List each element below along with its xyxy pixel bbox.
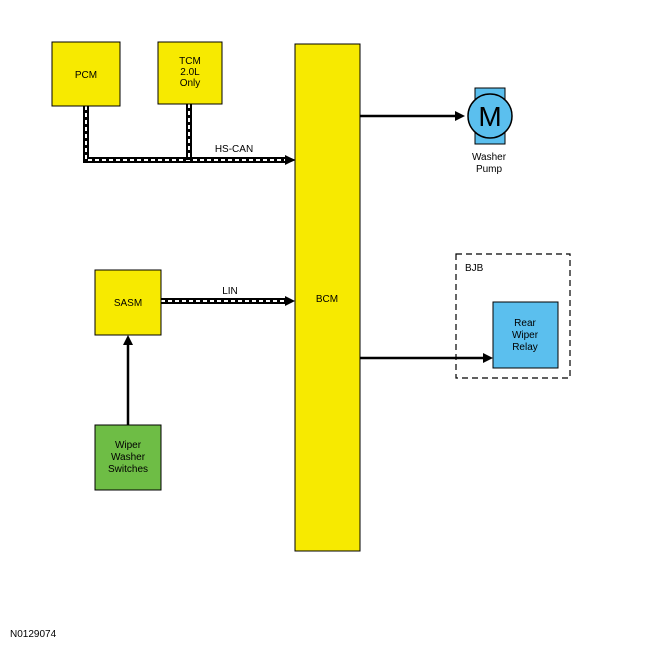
hs-can-label: HS-CAN — [215, 144, 253, 155]
switches-label-line2: Washer — [111, 452, 146, 463]
hs-can-bus — [83, 104, 296, 165]
bcm-module: BCM — [294, 43, 361, 552]
bcm-to-washer-pump-wire — [360, 111, 465, 121]
tcm-module: TCM 2.0L Only — [157, 41, 223, 105]
relay-label-line3: Relay — [512, 342, 538, 353]
bjb-enclosure: BJB — [455, 253, 571, 379]
bcm-label: BCM — [316, 294, 338, 305]
relay-label-line2: Wiper — [512, 330, 539, 341]
switches-label-line1: Wiper — [115, 440, 142, 451]
lin-label: LIN — [222, 286, 238, 297]
sasm-label: SASM — [114, 298, 142, 309]
switches-label-line3: Switches — [108, 464, 148, 475]
tcm-label-line1: TCM — [179, 56, 201, 67]
switch-to-sasm-wire — [123, 335, 133, 425]
washer-pump-motor: M Washer Pump — [467, 87, 513, 175]
bjb-label: BJB — [465, 263, 484, 274]
rear-wiper-relay: Rear Wiper Relay — [492, 301, 559, 369]
washer-pump-label-line1: Washer — [472, 152, 507, 163]
tcm-label-line3: Only — [180, 78, 201, 89]
pcm-label: PCM — [75, 70, 97, 81]
bcm-to-rear-wiper-relay-wire — [360, 353, 493, 363]
wiper-washer-switches: Wiper Washer Switches — [94, 424, 162, 491]
sasm-module: SASM — [94, 269, 162, 336]
pcm-module: PCM — [51, 41, 121, 107]
motor-symbol: M — [478, 101, 501, 132]
relay-label-line1: Rear — [514, 318, 536, 329]
figure-id: N0129074 — [10, 629, 57, 640]
tcm-label-line2: 2.0L — [180, 67, 200, 78]
lin-bus — [161, 296, 295, 306]
washer-pump-label-line2: Pump — [476, 164, 503, 175]
